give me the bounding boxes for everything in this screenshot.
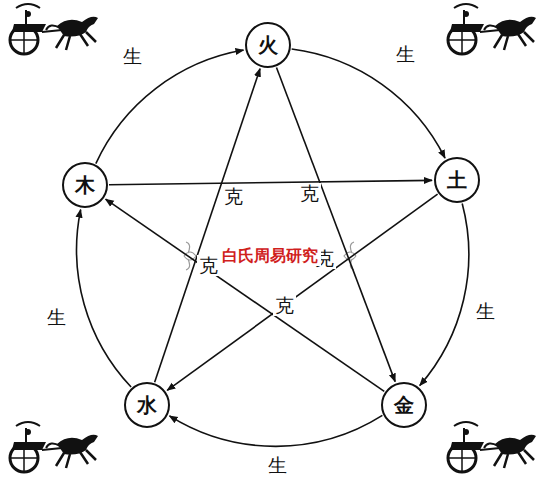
element-name: 土 (447, 170, 467, 190)
edge-label: 克 (298, 183, 321, 204)
watermark: 白氏周易研究 (219, 246, 321, 266)
element-circle: 木 (62, 162, 108, 208)
element-circle: 水 (124, 382, 170, 428)
element-circle: 土 (434, 157, 480, 203)
edge-line (170, 415, 383, 446)
element-name: 火 (258, 35, 278, 55)
element-name: 水 (137, 395, 157, 415)
element-name: 金 (394, 395, 414, 415)
edge-line (292, 49, 445, 158)
edge-label: 生 (45, 307, 68, 328)
edge-label: 生 (121, 46, 144, 67)
chariot-illustration (448, 422, 536, 472)
element-name: 木 (75, 175, 95, 195)
chariot-illustration (10, 422, 98, 472)
edge-line (106, 199, 385, 391)
edge-label: 生 (266, 455, 289, 476)
element-circle: 金 (381, 382, 427, 428)
edge-line (155, 69, 260, 383)
edge-line (420, 203, 469, 385)
edge-label: 克 (273, 295, 296, 316)
edge-line (109, 180, 432, 184)
edge-label: 克 (222, 186, 245, 207)
element-circle: 火 (245, 22, 291, 68)
ornament (344, 242, 356, 270)
edge-line (77, 210, 132, 387)
edge-label: 生 (474, 301, 497, 322)
edge-line (276, 67, 395, 381)
chariot-illustration (448, 4, 536, 54)
edge-line (96, 50, 244, 164)
chariot-illustration (10, 4, 98, 54)
edge-label: 生 (394, 44, 417, 65)
edge-label: 克 (197, 255, 220, 276)
